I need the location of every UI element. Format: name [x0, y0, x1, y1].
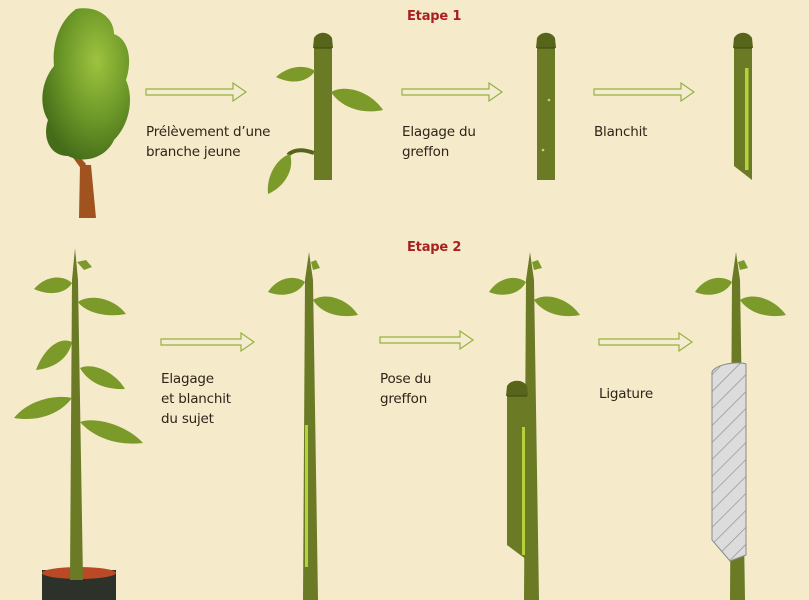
step-label-graft-placement: Pose du greffon	[380, 371, 432, 407]
blanched-scion	[733, 32, 753, 180]
graft-placement	[489, 252, 580, 600]
arrow-3	[593, 81, 696, 103]
step-label-rootstock-prep: Elagage et blanchit du sujet	[161, 371, 231, 427]
tree-trunk	[79, 165, 96, 218]
ligature-wrap	[711, 362, 747, 562]
ligature-graft	[695, 252, 786, 600]
tree	[42, 8, 130, 218]
young-branch	[267, 32, 383, 194]
rootstock-plant	[14, 248, 143, 600]
step-label-ligature: Ligature	[599, 386, 653, 402]
leaf	[267, 154, 292, 194]
arrow-1	[145, 81, 248, 103]
arrow-4	[160, 331, 256, 353]
step-label-branch-sampling: Prélèvement d’une branche jeune	[146, 124, 271, 160]
tree-crown	[42, 8, 130, 160]
stage-2-title: Etape 2	[407, 240, 462, 255]
step-label-blanching: Blanchit	[594, 124, 648, 140]
pruned-scion	[536, 32, 556, 180]
leaf	[276, 66, 315, 82]
leaf	[331, 88, 383, 112]
arrow-2	[401, 81, 504, 103]
step-label-scion-pruning: Elagage du greffon	[402, 124, 476, 160]
blanched-rootstock	[268, 252, 358, 600]
stage-1-title: Etape 1	[407, 9, 462, 24]
arrow-6	[598, 331, 694, 353]
arrow-5	[379, 329, 475, 351]
